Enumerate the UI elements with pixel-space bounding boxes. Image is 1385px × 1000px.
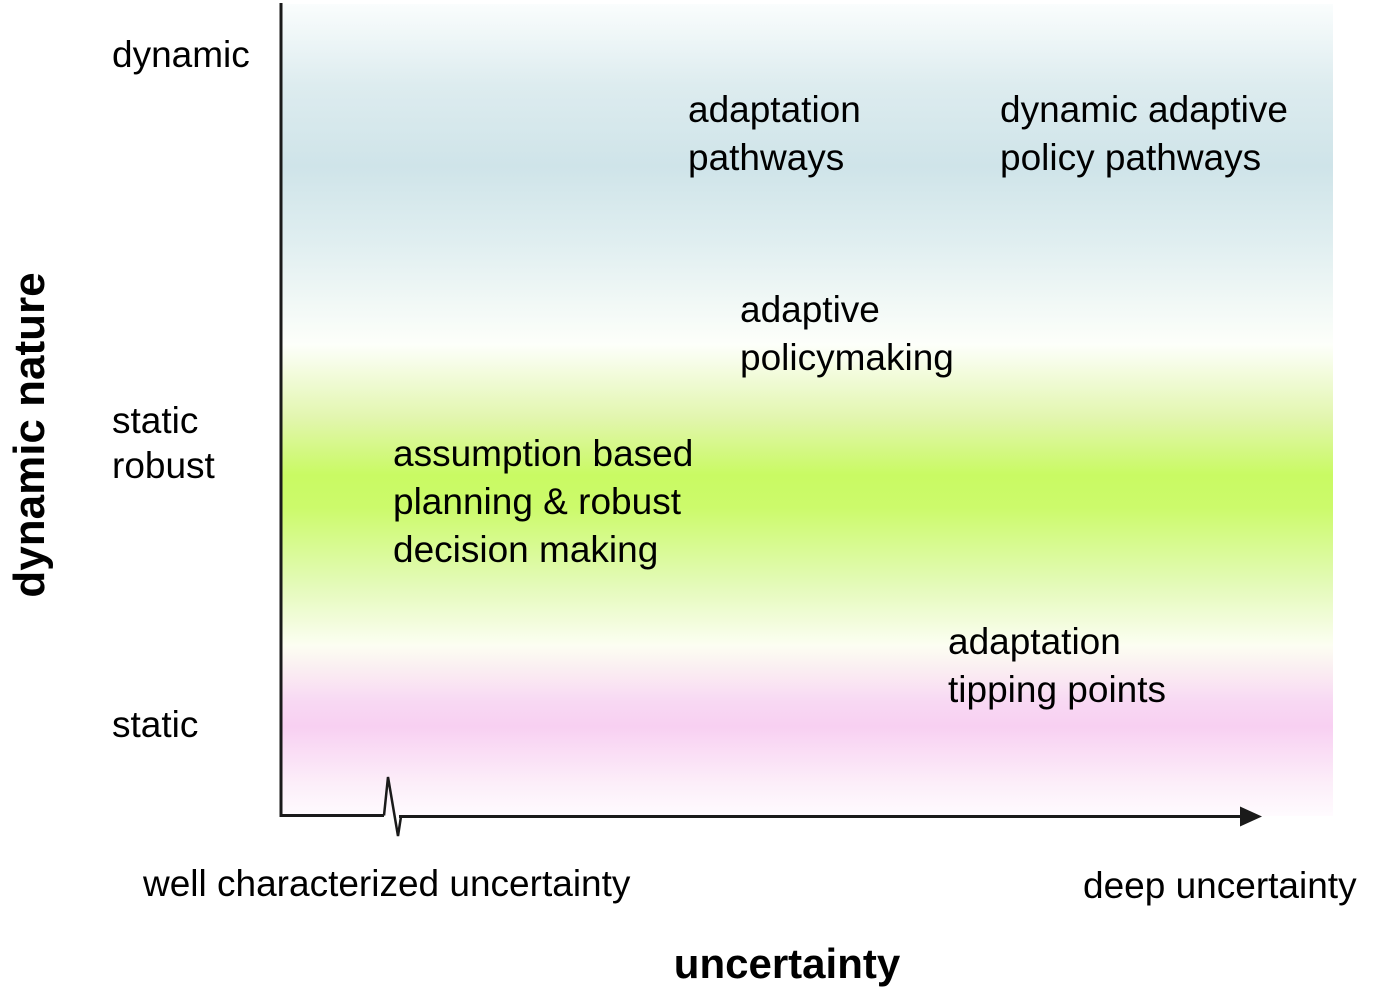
annotation-line: adaptation	[948, 621, 1121, 662]
annotation-adaptation-tipping-points: adaptation tipping points	[948, 618, 1166, 714]
x-axis-break-icon	[382, 776, 403, 837]
x-axis-arrowhead-icon	[1240, 806, 1262, 827]
ytick-line: static	[112, 704, 199, 745]
annotation-line: decision making	[393, 529, 659, 570]
annotation-line: assumption based	[393, 433, 694, 474]
annotation-line: policymaking	[740, 337, 954, 378]
ytick-dynamic: dynamic	[112, 32, 250, 77]
ytick-line: dynamic	[112, 34, 250, 75]
annotation-line: dynamic adaptive	[1000, 89, 1288, 130]
annotation-line: tipping points	[948, 669, 1167, 710]
annotation-adaptation-pathways: adaptation pathways	[688, 86, 861, 182]
annotation-dynamic-adaptive-policy-pathways: dynamic adaptive policy pathways	[1000, 86, 1288, 182]
x-axis-title: uncertainty	[673, 940, 901, 987]
xlabel-deep-uncertainty: deep uncertainty	[1083, 865, 1357, 906]
ytick-static: static	[112, 702, 198, 747]
xlabel-well-characterized-uncertainty: well characterized uncertainty	[143, 863, 631, 904]
annotation-line: planning & robust	[393, 481, 681, 522]
annotation-line: adaptive	[740, 289, 880, 330]
ytick-static-robust: static robust	[112, 398, 215, 488]
y-axis-title: dynamic nature	[5, 272, 54, 598]
annotation-line: policy pathways	[1000, 137, 1262, 178]
annotation-assumption-based-planning: assumption based planning & robust decis…	[393, 430, 693, 574]
annotation-line: pathways	[688, 137, 845, 178]
annotation-line: adaptation	[688, 89, 861, 130]
ytick-line: static	[112, 400, 199, 441]
ytick-line: robust	[112, 445, 215, 486]
annotation-adaptive-policymaking: adaptive policymaking	[740, 286, 954, 382]
plot-area-gradient	[282, 4, 1333, 816]
